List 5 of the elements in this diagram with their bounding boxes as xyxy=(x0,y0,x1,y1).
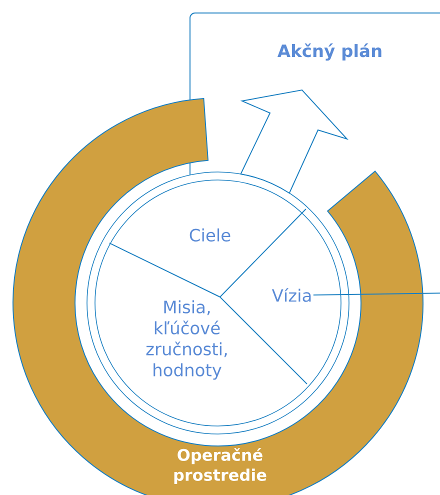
block-arrow xyxy=(240,90,348,194)
pie-sector: Vízia xyxy=(272,288,311,302)
pie-sector: Ciele xyxy=(190,228,230,242)
connector-line xyxy=(312,292,440,296)
pie-sector: Misia, kľúčové zručnosti, hodnoty xyxy=(146,300,227,380)
